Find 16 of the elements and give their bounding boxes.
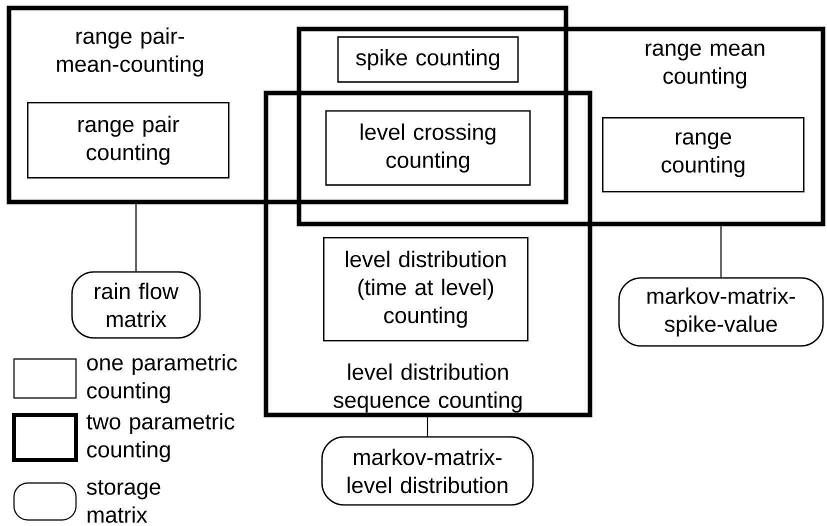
connector-line	[720, 226, 722, 278]
storage-matrix-box: rain flow matrix	[71, 271, 201, 339]
counting-box: spike counting	[337, 36, 519, 83]
box-heading: range pair-mean-counting	[57, 28, 203, 76]
storage-matrix-box: markov-matrix-spike-value	[618, 277, 824, 347]
counting-box: range pair counting	[27, 102, 230, 178]
connector-line	[426, 417, 428, 436]
counting-box: range counting	[602, 117, 804, 192]
legend-text: storage matrix	[86, 480, 160, 523]
box-heading: level distribution sequence counting	[334, 364, 522, 412]
counting-box: level distribution (time at level) counting	[323, 237, 528, 342]
storage-matrix-box: markov-matrix-level distribution	[321, 436, 534, 506]
counting-box: level crossing counting	[325, 110, 531, 186]
legend-text: two parametric counting	[86, 413, 234, 462]
connector-line	[135, 204, 137, 272]
box-heading: range mean counting	[646, 44, 764, 88]
